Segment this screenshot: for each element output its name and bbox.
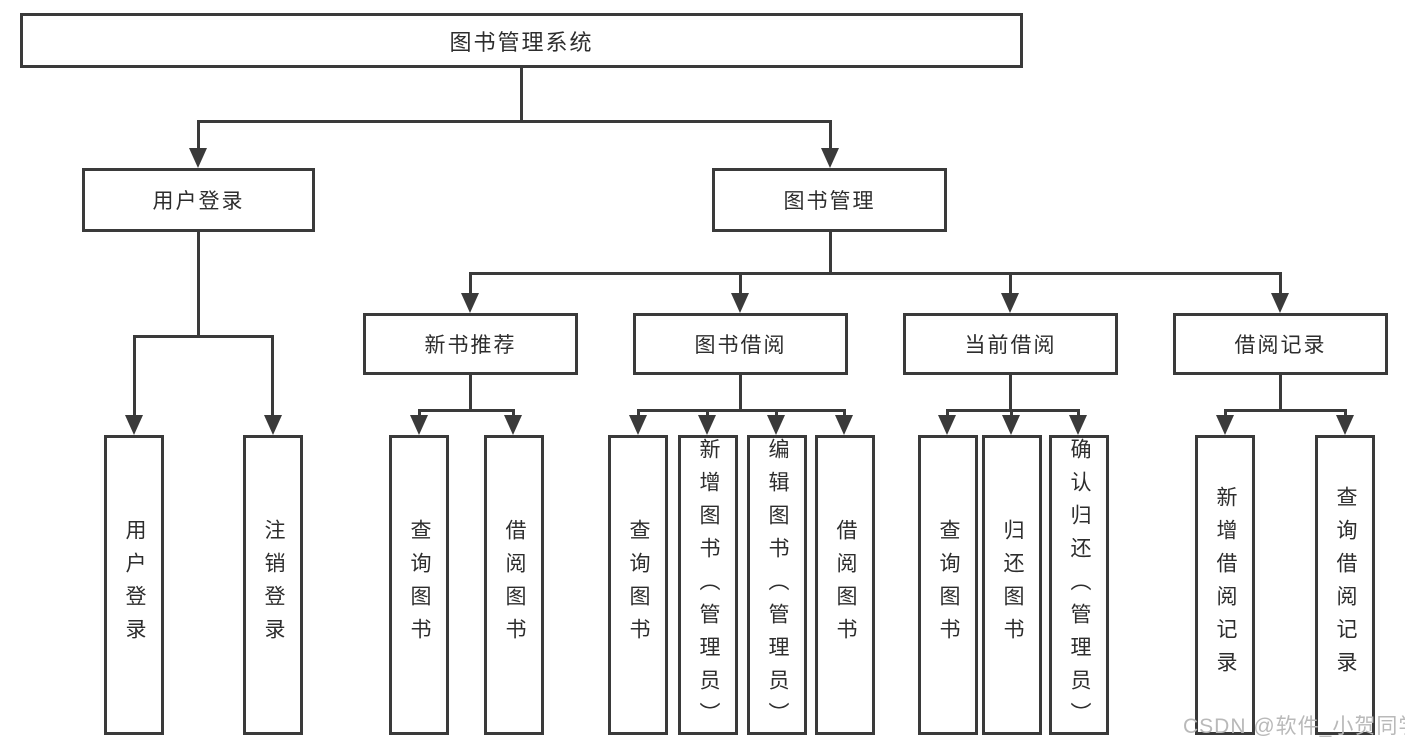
connector-line [829,120,832,150]
arrow-down-icon [821,148,839,168]
connector-line [418,409,515,412]
arrow-down-icon [938,415,956,435]
connector-line [775,409,778,417]
connector-line [946,409,949,417]
arrow-down-icon [1069,415,1087,435]
connector-line [469,375,472,409]
connector-line [469,272,472,294]
arrow-down-icon [835,415,853,435]
leaf-query-books-recommend: 查询图书 [389,435,449,735]
arrow-down-icon [731,293,749,313]
connector-line [197,120,831,123]
leaf-add-borrow-record: 新增借阅记录 [1195,435,1255,735]
connector-line [1010,409,1013,417]
connector-line [1009,272,1012,294]
connector-line [1224,409,1227,417]
connector-line [133,335,274,338]
node-user-login: 用户登录 [82,168,315,232]
connector-line [1344,409,1347,417]
arrow-down-icon [1216,415,1234,435]
arrow-down-icon [461,293,479,313]
leaf-query-books-borrowing: 查询图书 [608,435,668,735]
connector-line [843,409,846,417]
leaf-edit-book-admin: 编辑图书（管理员） [747,435,807,735]
node-book-borrowing: 图书借阅 [633,313,848,375]
leaf-borrow-books-recommend: 借阅图书 [484,435,544,735]
arrow-down-icon [410,415,428,435]
leaf-borrow-books-borrowing: 借阅图书 [815,435,875,735]
arrow-down-icon [1001,293,1019,313]
connector-line [271,335,274,415]
arrow-down-icon [629,415,647,435]
node-book-management: 图书管理 [712,168,947,232]
arrow-down-icon [1002,415,1020,435]
connector-line [512,409,515,417]
connector-line [739,375,742,409]
connector-line [197,120,200,150]
connector-line [1077,409,1080,417]
connector-line [637,409,846,412]
leaf-query-books-current: 查询图书 [918,435,978,735]
arrow-down-icon [264,415,282,435]
leaf-return-books: 归还图书 [982,435,1042,735]
connector-line [637,409,640,417]
node-library-management-system: 图书管理系统 [20,13,1023,68]
connector-line [706,409,709,417]
arrow-down-icon [1271,293,1289,313]
leaf-add-book-admin: 新增图书（管理员） [678,435,738,735]
leaf-user-login: 用户登录 [104,435,164,735]
arrow-down-icon [189,148,207,168]
connector-line [520,68,523,120]
node-current-borrowing: 当前借阅 [903,313,1118,375]
node-new-book-recommend: 新书推荐 [363,313,578,375]
connector-line [739,272,742,294]
leaf-confirm-return-admin: 确认归还（管理员） [1049,435,1109,735]
connector-line [1279,272,1282,294]
connector-line [1279,375,1282,409]
connector-line [418,409,421,417]
arrow-down-icon [767,415,785,435]
arrow-down-icon [1336,415,1354,435]
node-borrowing-records: 借阅记录 [1173,313,1388,375]
leaf-logout: 注销登录 [243,435,303,735]
connector-line [1224,409,1346,412]
connector-line [829,232,832,272]
connector-line [133,335,136,415]
arrow-down-icon [698,415,716,435]
connector-line [469,272,1281,275]
arrow-down-icon [125,415,143,435]
connector-line [197,232,200,335]
csdn-watermark: CSDN @软件_小贺同学 [1183,715,1405,738]
connector-line [1009,375,1012,409]
arrow-down-icon [504,415,522,435]
leaf-query-borrow-record: 查询借阅记录 [1315,435,1375,735]
